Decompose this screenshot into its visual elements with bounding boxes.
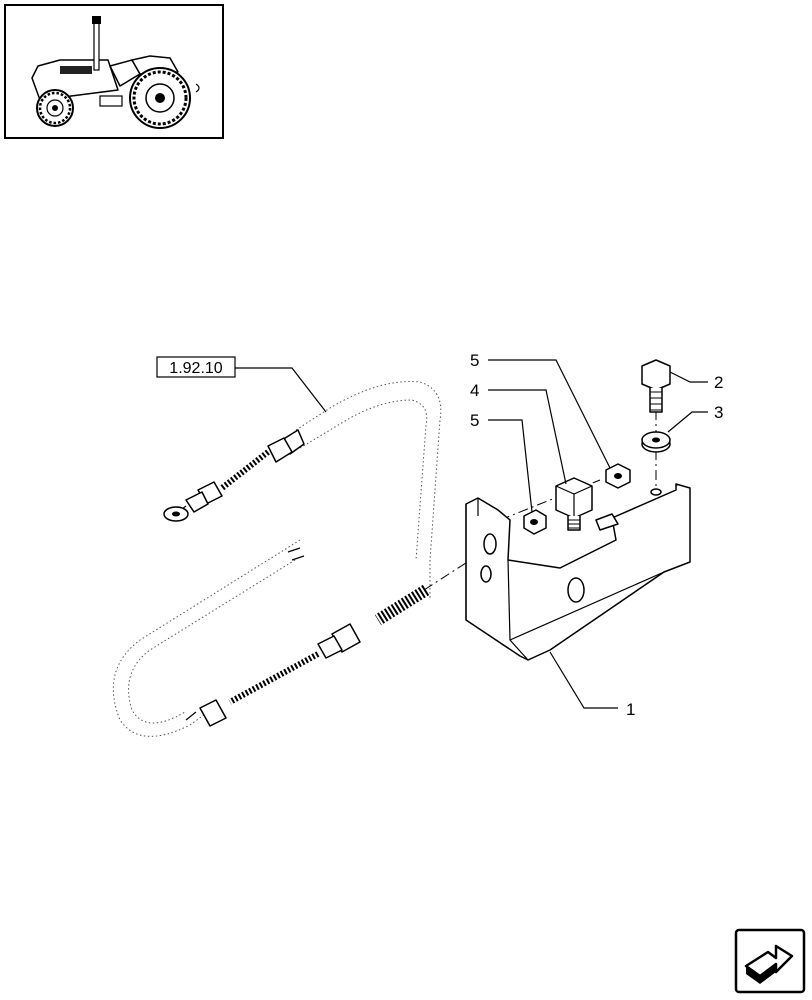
callout-5-upper: 5 <box>470 351 479 370</box>
callout-leader-5a <box>488 419 533 513</box>
callout-leader-4 <box>488 389 567 485</box>
next-page-arrow-icon <box>744 944 794 984</box>
reference-box[interactable]: 1.92.10 <box>156 356 236 378</box>
callout-leader-5b <box>488 359 611 469</box>
callout-2: 2 <box>714 373 723 392</box>
nut-left <box>523 509 547 535</box>
upper-cable-end <box>163 429 305 522</box>
callout-4: 4 <box>470 381 479 400</box>
next-page-button[interactable] <box>734 928 806 994</box>
callout-leader-3 <box>667 411 708 433</box>
tractor-icon <box>31 16 200 129</box>
bolt <box>641 359 671 413</box>
thumbnail-frame <box>4 4 224 139</box>
callout-1: 1 <box>626 700 635 719</box>
control-cable <box>112 381 442 737</box>
bracket <box>465 483 691 661</box>
callout-5-lower: 5 <box>470 411 479 430</box>
callout-leader-2 <box>669 371 708 383</box>
nut-right <box>605 463 631 489</box>
callout-leader-1 <box>549 651 618 709</box>
reference-label: 1.92.10 <box>169 360 222 377</box>
callout-3: 3 <box>714 403 723 422</box>
lower-cable-end <box>185 584 430 727</box>
cable-block <box>555 477 593 531</box>
washer <box>641 431 671 453</box>
reference-leader <box>235 367 327 413</box>
